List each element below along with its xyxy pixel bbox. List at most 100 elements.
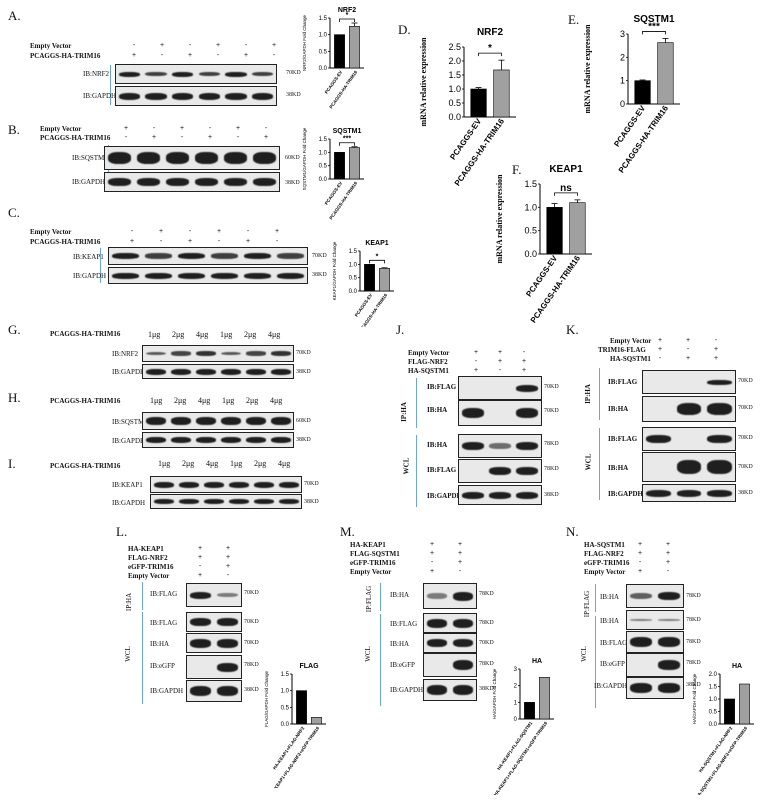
protein-band [145,351,166,356]
protein-band [278,499,299,504]
panel-label-a: A. [8,8,21,23]
y-tick-label: 2.0 [709,672,718,678]
protein-band [223,178,248,186]
divider-line [595,616,596,708]
protein-band [216,662,239,672]
plus-sign: + [473,349,479,356]
plus-sign: + [225,563,231,570]
protein-band [252,71,274,77]
row-empty-vector: Empty Vector [30,228,72,236]
kd-marker: 38KD [285,180,300,186]
bar [349,26,360,69]
wcl-label: WCL [402,457,411,475]
ib-label-sqstm1: IB:SQSTM1 [112,418,148,426]
panel-label-i: I. [8,456,16,471]
minus-sign: - [264,125,268,132]
ib-label-ha: IB:HA [600,593,620,601]
kd-marker: 70KD [738,435,753,441]
y-axis-label: SQSTM1/GAPDH Fold Change [302,127,307,190]
significance-label: * [488,43,492,54]
plus-sign: + [129,238,135,245]
kd-marker: 70KD [479,640,494,646]
protein-band [245,437,266,443]
protein-band [189,638,212,648]
ib-label-flag: IB:FLAG [150,590,178,598]
ib-label-ha: IB:HA [150,640,170,648]
panel-label-e: E. [568,12,580,27]
protein-band [252,152,277,164]
ib-label-gapdh: IB:GAPDH [150,687,184,695]
protein-band [707,460,732,474]
category-label: PCAGGS-HA-TRIM16 [328,180,358,220]
y-tick-label: 1 [514,700,518,706]
wcl-label: WCL [363,646,372,662]
plus-sign: + [685,337,691,344]
kd-marker: 78KD [686,660,701,666]
dose-label: 2μg [182,459,195,468]
y-tick-label: 1.0 [281,689,290,695]
protein-band [489,443,511,449]
protein-band [203,499,224,504]
protein-band [270,351,291,356]
western-blot-wcl-ha [458,434,542,458]
minus-sign: - [474,358,478,365]
kd-marker: 70KD [544,384,559,390]
protein-band [225,92,247,100]
chart-title: SQSTM1 [333,128,362,135]
divider-line [142,582,143,610]
protein-band [244,272,271,279]
ib-label-ha: IB:HA [608,464,629,472]
ib-label-gapdh: IB:GAPDH [73,272,107,280]
divider-line [416,435,417,507]
y-tick-label: 0.5 [281,705,290,711]
protein-band [253,499,274,504]
row-pcaggs-trim16: PCAGGS-HA-TRIM16 [50,330,121,338]
ip-ha-label: IP:HA [583,384,592,404]
ib-label-flag: IB:FLAG [390,620,418,628]
protein-band [136,178,161,186]
significance-bracket [478,52,502,57]
protein-band [220,417,241,425]
plus-sign: + [235,125,241,132]
protein-band [707,379,732,385]
western-blot-gapdh [150,494,302,509]
protein-band [194,152,219,164]
divider-line [599,428,600,500]
kd-marker: 38KD [738,490,753,496]
wcl-label: WCL [584,453,593,471]
minus-sign: - [152,125,156,132]
protein-band [489,467,511,475]
bar [657,42,674,105]
kd-marker: 78KD [544,441,559,447]
minus-sign: - [188,42,192,49]
bar [539,677,550,720]
ib-label-keap1: IB:KEAP1 [73,253,104,261]
ib-label-keap1: IB:KEAP1 [112,481,143,489]
dose-label: 1μg [222,396,235,405]
protein-band [165,178,190,186]
dose-label: 2μg [246,396,259,405]
panel-label-j: J. [396,322,405,337]
minus-sign: - [160,52,164,59]
row-pcaggs-trim16: PCAGGS-HA-TRIM16 [50,462,121,470]
row-empty-vector: Empty Vector [610,337,652,345]
row-flag-nrf2: FLAG-NRF2 [408,358,448,366]
protein-band [245,368,266,375]
bar [334,152,345,180]
western-blot-wcl-gapdh [626,677,684,699]
ib-label-egfp: IB:eGFP [390,661,415,669]
minus-sign: - [246,228,250,235]
plus-sign: + [637,541,643,548]
protein-band [216,638,239,648]
ib-label-ha: IB:HA [390,591,410,599]
western-blot-gapdh [142,364,294,379]
protein-band [145,253,172,259]
plus-sign: + [685,355,691,362]
western-blot-gapdh [115,86,277,106]
protein-band [452,685,474,695]
protein-band [426,685,448,695]
protein-band [112,272,139,279]
protein-band [245,351,266,356]
y-axis-label: mRNA relative expression [419,37,428,127]
y-axis-label: HA/GAPDH Fold Change [492,668,497,719]
